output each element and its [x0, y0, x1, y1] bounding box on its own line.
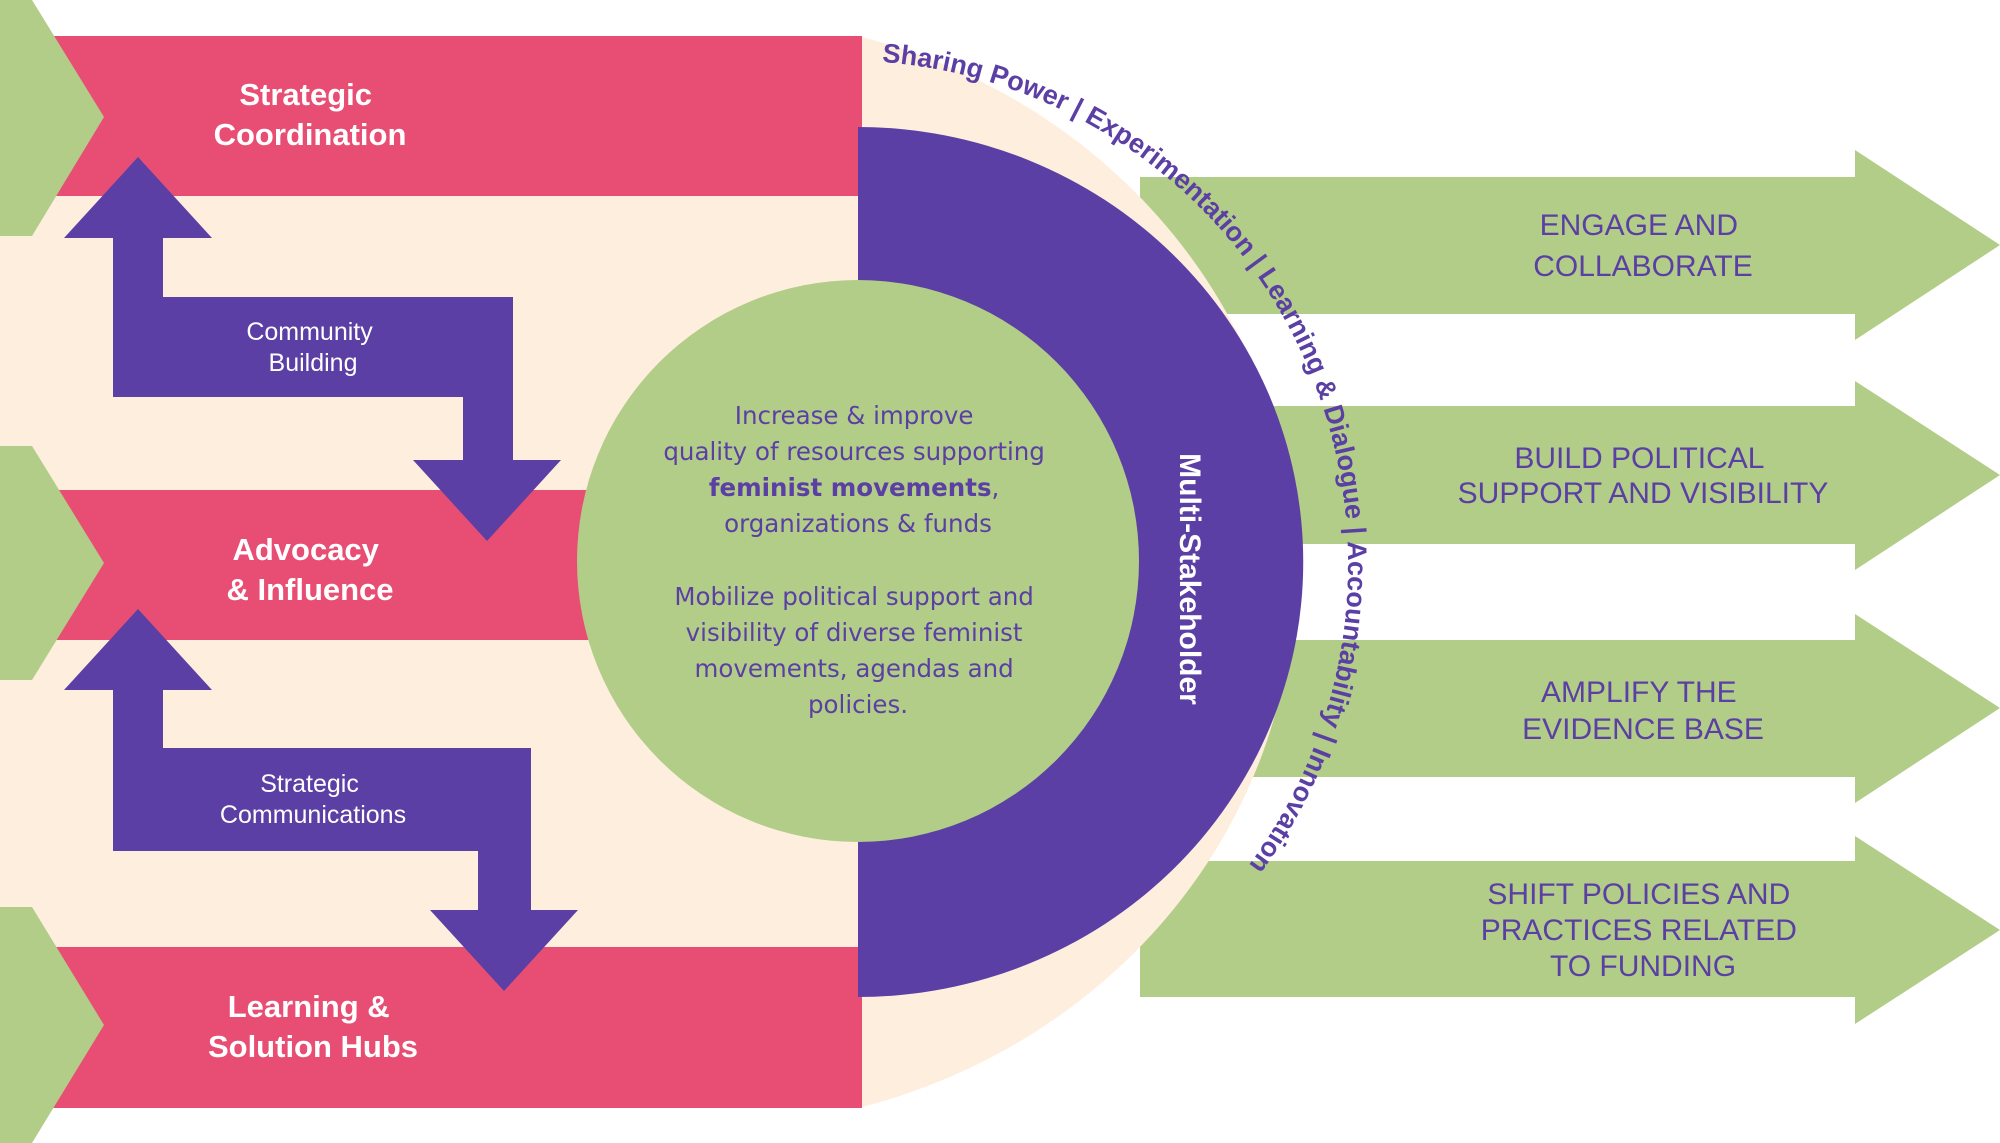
band-label-advocacy-influence: Advocacy & Influence	[226, 532, 393, 607]
left-chevron-2	[0, 446, 104, 680]
outcome-arrow-2	[1140, 381, 2000, 570]
left-chevron-1	[0, 0, 104, 236]
center-circle	[577, 280, 1139, 842]
connector-label-community-building: Community Building	[246, 318, 379, 377]
band-label-learning-solution-hubs: Learning & Solution Hubs	[208, 989, 418, 1064]
connector-arrow-community-building	[64, 157, 561, 541]
connector-label-strategic-communications: Strategic Communications	[220, 770, 406, 829]
band-label-strategic-coordination: Strategic Coordination	[214, 77, 407, 152]
band-learning-solution-hubs	[0, 947, 862, 1108]
outcome-arrows	[1140, 150, 2000, 1024]
outcome-arrow-4	[1140, 836, 2000, 1024]
outcome-label-4: SHIFT POLICIES AND PRACTICES RELATED TO …	[1481, 878, 1806, 983]
connector-arrow-strategic-communications	[64, 609, 578, 991]
outcome-label-3: AMPLIFY THE EVIDENCE BASE	[1522, 676, 1764, 746]
left-chevron-3	[0, 907, 104, 1143]
outcome-arrow-3	[1140, 614, 2000, 803]
inner-ring-label: Multi-Stakeholder	[1173, 453, 1206, 705]
center-goal-1: Increase & improve quality of resources …	[663, 401, 1052, 538]
center-goal-1-emphasis: feminist movements	[709, 473, 992, 502]
outcome-label-1: ENGAGE AND COLLABORATE	[1533, 209, 1753, 283]
outcome-label-2: BUILD POLITICAL SUPPORT AND VISIBILITY	[1458, 442, 1829, 510]
outcome-arrow-1	[1140, 150, 2000, 340]
center-goal-2: Mobilize political support and visibilit…	[674, 582, 1041, 719]
